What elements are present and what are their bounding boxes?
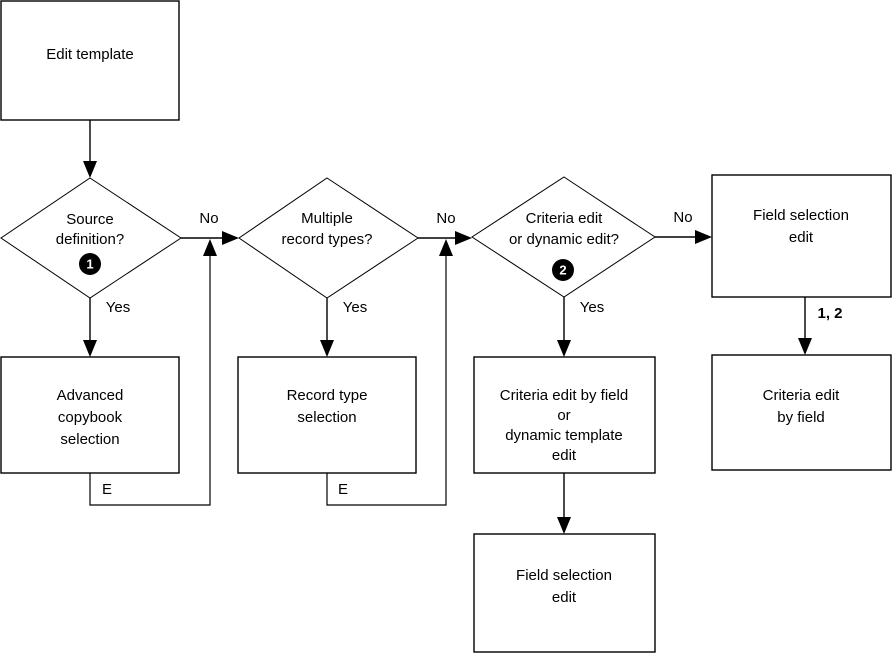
- arrow-head-down-icon: [83, 161, 97, 178]
- node-field-selection-edit-right[interactable]: Field selection edit: [711, 174, 892, 298]
- advanced-copybook-selection-box[interactable]: [0, 356, 180, 474]
- edge-criteria-or-dynamic-no: No: [655, 209, 712, 244]
- badge-1-text: 1: [86, 257, 93, 272]
- multiple-record-types-label-line2: record types?: [282, 231, 373, 248]
- field-selection-edit-right-line1: Field selection: [753, 207, 849, 224]
- edge-label-no-3: No: [673, 209, 692, 226]
- criteria-by-field-or-dynamic-line3: dynamic template: [505, 427, 623, 444]
- criteria-by-field-or-dynamic-box[interactable]: [473, 356, 656, 474]
- arrow-head-down-icon: [557, 517, 571, 534]
- criteria-edit-by-field-right-line2: by field: [777, 409, 825, 426]
- edge-label-no-1: No: [199, 210, 218, 227]
- edge-advanced-copybook-e-return: E: [89, 239, 217, 506]
- field-selection-edit-center-box[interactable]: [473, 533, 656, 653]
- node-multiple-record-types[interactable]: Multiple record types?: [238, 177, 419, 299]
- edge-edit-template-to-source-definition: [83, 120, 97, 178]
- edge-label-e-return-2: E: [338, 481, 348, 498]
- arrow-head-right-icon: [695, 230, 712, 244]
- criteria-edit-by-field-right-line1: Criteria edit: [763, 387, 841, 404]
- advanced-copybook-label-line1: Advanced: [57, 387, 124, 404]
- criteria-by-field-or-dynamic-line2: or: [557, 407, 570, 424]
- arrow-head-down-icon: [83, 340, 97, 357]
- field-selection-edit-center-line2: edit: [552, 589, 577, 606]
- edge-label-yes-3: Yes: [580, 299, 604, 316]
- arrow-head-right-icon: [222, 231, 239, 245]
- criteria-or-dynamic-label-line1: Criteria edit: [526, 210, 604, 227]
- node-advanced-copybook-selection[interactable]: Advanced copybook selection: [0, 356, 180, 474]
- source-definition-label-line2: definition?: [56, 231, 124, 248]
- record-type-selection-label-line2: selection: [297, 409, 356, 426]
- criteria-by-field-or-dynamic-line4: edit: [552, 447, 577, 464]
- field-selection-edit-center-line1: Field selection: [516, 567, 612, 584]
- record-type-selection-label-line1: Record type: [287, 387, 368, 404]
- arrow-head-down-icon: [798, 338, 812, 355]
- edge-record-type-selection-e-return: E: [326, 239, 453, 506]
- edge-multiple-record-types-no: No: [418, 210, 472, 245]
- record-type-selection-box[interactable]: [237, 356, 417, 474]
- badge-circle-2: [552, 259, 574, 281]
- field-selection-edit-right-box[interactable]: [711, 174, 892, 298]
- badge-2-text: 2: [559, 263, 566, 278]
- edge-label-one-two: 1, 2: [817, 305, 842, 322]
- edge-label-no-2: No: [436, 210, 455, 227]
- multiple-record-types-label-line1: Multiple: [301, 210, 353, 227]
- criteria-edit-by-field-right-box[interactable]: [711, 354, 892, 471]
- edge-label-yes-2: Yes: [343, 299, 367, 316]
- edge-source-definition-yes: Yes: [83, 298, 130, 357]
- edge-polyline: [89, 251, 211, 506]
- node-record-type-selection[interactable]: Record type selection: [237, 356, 417, 474]
- edit-template-label: Edit template: [46, 46, 134, 63]
- badge-circle-1: [79, 253, 101, 275]
- node-criteria-or-dynamic-edit[interactable]: Criteria edit or dynamic edit? 2: [471, 176, 656, 298]
- edge-criteria-or-dynamic-yes: Yes: [557, 297, 604, 357]
- edge-polyline: [326, 251, 447, 506]
- source-definition-label-line1: Source: [66, 211, 114, 228]
- node-source-definition[interactable]: Source definition? 1: [0, 177, 182, 299]
- arrow-head-down-icon: [557, 340, 571, 357]
- edit-template-box[interactable]: [0, 0, 180, 121]
- node-edit-template[interactable]: Edit template: [0, 0, 180, 121]
- criteria-or-dynamic-label-line2: or dynamic edit?: [509, 231, 619, 248]
- edge-source-definition-no: No: [181, 210, 239, 245]
- arrow-head-up-icon: [439, 239, 453, 256]
- arrow-head-up-icon: [203, 239, 217, 256]
- node-field-selection-edit-center[interactable]: Field selection edit: [473, 533, 656, 653]
- edge-field-selection-to-criteria-edit-right: 1, 2: [798, 297, 843, 355]
- edge-multiple-record-types-yes: Yes: [320, 298, 367, 357]
- edge-label-e-return-1: E: [102, 481, 112, 498]
- edge-criteria-by-field-to-field-selection: [557, 473, 571, 534]
- advanced-copybook-label-line2: copybook: [58, 409, 123, 426]
- field-selection-edit-right-line2: edit: [789, 229, 814, 246]
- arrow-head-down-icon: [320, 340, 334, 357]
- advanced-copybook-label-line3: selection: [60, 431, 119, 448]
- edge-label-yes-1: Yes: [106, 299, 130, 316]
- node-criteria-by-field-or-dynamic[interactable]: Criteria edit by field or dynamic templa…: [473, 356, 656, 474]
- node-criteria-edit-by-field-right[interactable]: Criteria edit by field: [711, 354, 892, 471]
- criteria-by-field-or-dynamic-line1: Criteria edit by field: [500, 387, 628, 404]
- arrow-head-right-icon: [455, 231, 472, 245]
